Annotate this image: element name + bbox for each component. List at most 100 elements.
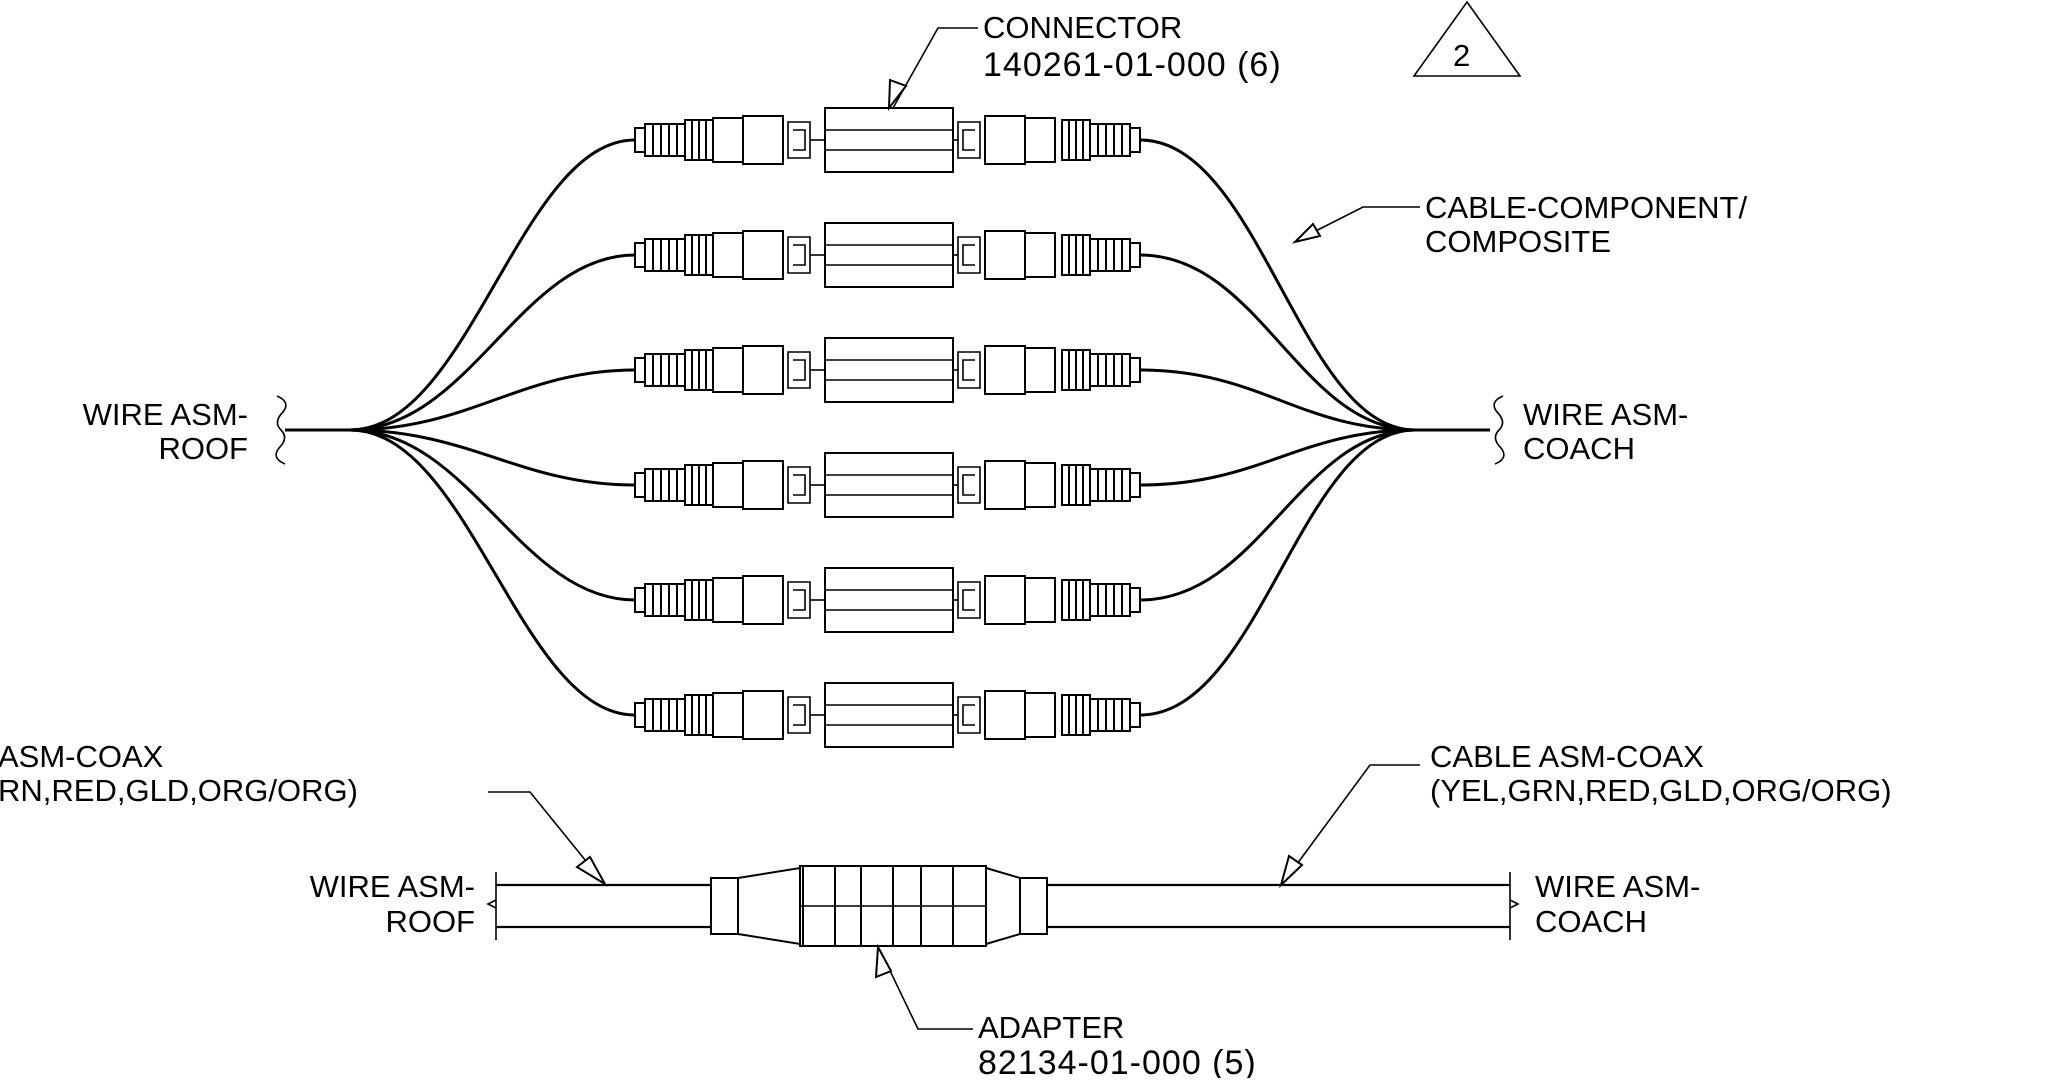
roof-top-label-line2: ROOF: [158, 431, 248, 466]
cable-right-4: [1139, 428, 1416, 487]
coupling-right: [1024, 692, 1056, 738]
cable-left-4: [349, 428, 636, 487]
cable-left-6: [349, 428, 636, 717]
sleeve-right: [984, 460, 1026, 510]
cable-fanout-left: [349, 138, 636, 717]
cable-right-2: [1139, 253, 1416, 432]
mating-body: [824, 682, 954, 748]
cable-component-label-line1: CABLE-COMPONENT/: [1425, 190, 1747, 225]
latch-left: [787, 121, 811, 159]
sleeve-right: [984, 575, 1026, 625]
latch-left: [787, 696, 811, 734]
coax-left-label-line2: RN,RED,GLD,ORG/ORG): [0, 773, 358, 808]
coax-right-leader: [1282, 764, 1420, 884]
adapter-name-label: ADAPTER: [978, 1010, 1124, 1045]
coupling-right: [1024, 462, 1056, 508]
coupling-left: [712, 462, 744, 508]
coupling-right: [1024, 347, 1056, 393]
latch-right: [957, 581, 981, 619]
adapter-ferrule-right: [1019, 877, 1048, 935]
boot-left: [634, 349, 714, 391]
revision-triangle-icon: [1412, 0, 1522, 77]
coupling-right: [1024, 577, 1056, 623]
connector-5: [634, 567, 1141, 633]
boot-right: [1061, 464, 1141, 506]
latch-left: [787, 581, 811, 619]
cable-left-2: [349, 253, 636, 432]
coupling-left: [712, 347, 744, 393]
boot-left: [634, 234, 714, 276]
revision-flag-number: 2: [1453, 38, 1470, 73]
coupling-left: [712, 577, 744, 623]
sleeve-left: [742, 345, 784, 395]
coach-bottom-label-line2: COACH: [1535, 904, 1647, 939]
mating-body: [824, 222, 954, 288]
roof-top-label-line1: WIRE ASM-: [83, 397, 248, 432]
adapter-taper-right: [985, 866, 1021, 946]
sleeve-left: [742, 690, 784, 740]
coax-left-arrowhead-icon: [575, 855, 608, 887]
mating-body: [824, 337, 954, 403]
boot-left: [634, 694, 714, 736]
connector-3: [634, 337, 1141, 403]
cable-fanout-right: [1139, 138, 1416, 717]
coax-assembly: [486, 865, 1520, 947]
connector-1: [634, 107, 1141, 173]
coach-break-symbol: [1493, 395, 1505, 465]
coupling-left: [712, 692, 744, 738]
sleeve-left: [742, 575, 784, 625]
mating-body: [824, 452, 954, 518]
adapter-leader: [879, 949, 973, 1030]
roof-break-symbol: [275, 395, 287, 465]
cable-left-3: [349, 368, 636, 432]
sleeve-right: [984, 230, 1026, 280]
connector-2: [634, 222, 1141, 288]
adapter-taper-left: [737, 866, 801, 946]
mating-body: [824, 107, 954, 173]
cable-component-arrowhead-icon: [1291, 222, 1322, 244]
boot-right: [1061, 234, 1141, 276]
latch-left: [787, 466, 811, 504]
sleeve-right: [984, 690, 1026, 740]
coupling-left: [712, 232, 744, 278]
adapter-arrowhead-icon: [874, 943, 893, 979]
connector-4: [634, 452, 1141, 518]
coupling-left: [712, 117, 744, 163]
latch-right: [957, 466, 981, 504]
connector-name-label: CONNECTOR: [983, 10, 1182, 45]
cable-component-leader: [1297, 206, 1420, 241]
cable-right-6: [1139, 428, 1416, 717]
sleeve-left: [742, 115, 784, 165]
sleeve-right: [984, 345, 1026, 395]
boot-right: [1061, 119, 1141, 161]
coax-right-arrowhead-icon: [1279, 854, 1304, 889]
adapter-part-number: 82134-01-000 (5): [978, 1044, 1257, 1078]
connector-stack: [634, 107, 1141, 748]
connector-arrowhead-icon: [887, 78, 908, 112]
roof-bottom-label-line1: WIRE ASM-: [310, 869, 475, 904]
latch-left: [787, 351, 811, 389]
cable-left-1: [349, 138, 636, 432]
cable-right-3: [1139, 368, 1416, 432]
latch-right: [957, 351, 981, 389]
sleeve-left: [742, 230, 784, 280]
connector-6: [634, 682, 1141, 748]
adapter-ferrule-left: [710, 877, 739, 935]
cable-left-5: [349, 428, 636, 602]
latch-right: [957, 121, 981, 159]
coupling-right: [1024, 232, 1056, 278]
coach-top-label-line2: COACH: [1523, 431, 1635, 466]
connector-part-number: 140261-01-000 (6): [983, 46, 1282, 84]
coax-right-label-line1: CABLE ASM-COAX: [1430, 739, 1704, 774]
boot-right: [1061, 349, 1141, 391]
coupling-right: [1024, 117, 1056, 163]
cable-right-5: [1139, 428, 1416, 602]
roof-bottom-label-line2: ROOF: [385, 904, 475, 939]
mating-body: [824, 567, 954, 633]
coax-left-leader: [488, 791, 604, 883]
connector-leader: [892, 27, 978, 109]
boot-left: [634, 464, 714, 506]
boot-right: [1061, 579, 1141, 621]
